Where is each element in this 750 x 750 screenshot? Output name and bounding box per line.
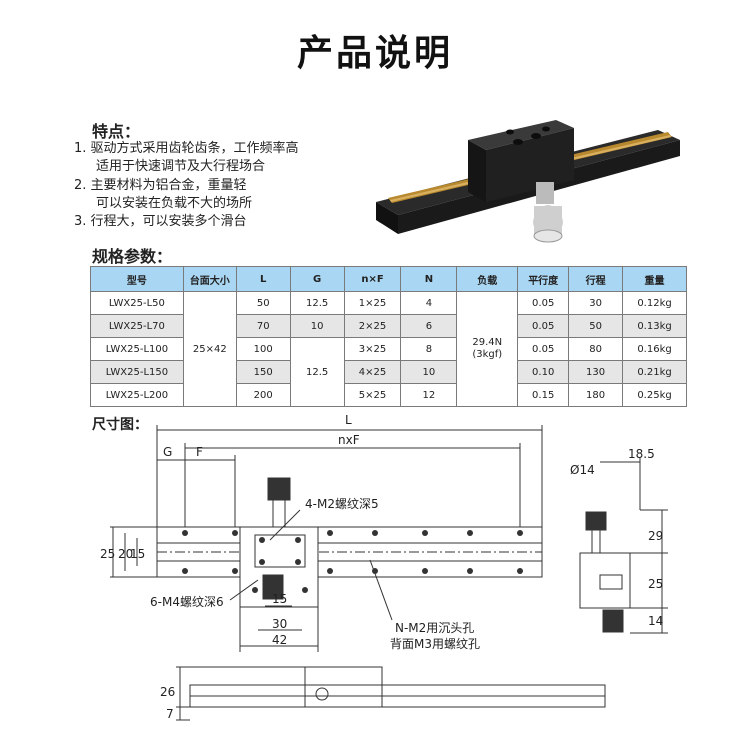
cell: 100 bbox=[235, 337, 291, 361]
spec-heading: 规格参数： bbox=[92, 247, 173, 266]
table-row: LWX25-L200 200 5×25 12 0.15 180 0.25kg bbox=[90, 383, 687, 407]
dim-dia14-label: Ø14 bbox=[570, 463, 595, 477]
feature-line: 可以安装在负载不大的场所 bbox=[96, 196, 253, 211]
dim-g-label: G bbox=[163, 445, 172, 459]
features-heading: 特点： bbox=[92, 122, 141, 141]
cell: 150 bbox=[235, 360, 291, 384]
table-row: LWX25-L100 100 12.5 3×25 8 0.05 80 0.16k… bbox=[90, 337, 687, 407]
cell: 0.16kg bbox=[622, 337, 687, 361]
dim-l-label: L bbox=[345, 413, 352, 427]
model-cell: LWX25-L100 bbox=[90, 337, 184, 361]
dim-30-label: 30 bbox=[272, 617, 287, 631]
col-header: 行程 bbox=[568, 266, 624, 292]
dim-nxf-label: nxF bbox=[338, 433, 360, 447]
cell: 180 bbox=[568, 383, 624, 407]
cell: 50 bbox=[235, 291, 291, 315]
dim-15b-label: 15 bbox=[272, 592, 287, 606]
cell: 0.12kg bbox=[622, 291, 687, 315]
dim-25b-label: 25 bbox=[648, 577, 663, 591]
col-header: 平行度 bbox=[517, 266, 570, 292]
cell: 12 bbox=[400, 383, 458, 407]
dim-20-label: 20 bbox=[118, 547, 133, 561]
dim-25-label: 25 bbox=[100, 547, 115, 561]
cell: 0.13kg bbox=[622, 314, 687, 338]
load-value: 29.4N bbox=[472, 337, 503, 348]
cell: 0.05 bbox=[517, 314, 570, 338]
table-row: LWX25-L50 25×42 50 12.5 1×25 4 29.4N (3k… bbox=[90, 291, 687, 407]
product-photo bbox=[376, 120, 680, 243]
feature-line: 1. 驱动方式采用齿轮齿条，工作频率高 bbox=[74, 141, 299, 156]
dim-185-label: 18.5 bbox=[628, 447, 655, 461]
spec-table: 型号 台面大小 L G n×F N 负载 平行度 行程 重量 LWX25-L50… bbox=[90, 266, 687, 407]
page-title: 产品说明 bbox=[296, 33, 453, 74]
load-cell: 29.4N (3kgf) bbox=[456, 291, 519, 407]
model-cell: LWX25-L200 bbox=[90, 383, 184, 407]
cell: 200 bbox=[235, 383, 291, 407]
cell: 4×25 bbox=[343, 360, 402, 384]
cell: 0.05 bbox=[517, 337, 570, 361]
cell: 5×25 bbox=[343, 383, 402, 407]
g-merged-cell: 12.5 bbox=[289, 337, 345, 407]
cell: 8 bbox=[400, 337, 458, 361]
dim-42-label: 42 bbox=[272, 633, 287, 647]
cell: 0.21kg bbox=[622, 360, 687, 384]
cell: 10 bbox=[400, 360, 458, 384]
dim-15-label: 15 bbox=[130, 547, 145, 561]
dim-f-label: F bbox=[196, 445, 203, 459]
countersink-label: N-M2用沉头孔 bbox=[395, 621, 474, 635]
dim-14-label: 14 bbox=[648, 614, 663, 628]
dimension-heading: 尺寸图： bbox=[92, 417, 148, 433]
cell: 0.05 bbox=[517, 291, 570, 315]
dim-26-label: 26 bbox=[160, 685, 175, 699]
dim-29-label: 29 bbox=[648, 529, 663, 543]
cell: 70 bbox=[235, 314, 291, 338]
col-header: n×F bbox=[343, 266, 402, 292]
cell: 0.25kg bbox=[622, 383, 687, 407]
feature-line: 2. 主要材料为铝合金，重量轻 bbox=[74, 178, 247, 193]
back-thread-label: 背面M3用螺纹孔 bbox=[390, 637, 480, 651]
m2-hole-label: 4-M2螺纹深5 bbox=[305, 497, 379, 511]
col-header: 负载 bbox=[456, 266, 519, 292]
model-cell: LWX25-L150 bbox=[90, 360, 184, 384]
table-row: LWX25-L70 70 10 2×25 6 0.05 50 0.13kg bbox=[90, 314, 687, 338]
col-header: 重量 bbox=[622, 266, 687, 292]
cell: 6 bbox=[400, 314, 458, 338]
load-value-kgf: (3kgf) bbox=[472, 349, 503, 360]
cell: 130 bbox=[568, 360, 624, 384]
col-header: 台面大小 bbox=[182, 266, 237, 292]
feature-line: 3. 行程大，可以安装多个滑台 bbox=[74, 214, 247, 229]
feature-line: 适用于快速调节及大行程场合 bbox=[96, 159, 266, 174]
table-size-cell: 25×42 bbox=[182, 291, 237, 407]
dim-7-label: 7 bbox=[166, 707, 174, 721]
model-cell: LWX25-L70 bbox=[90, 314, 184, 338]
cell: 3×25 bbox=[343, 337, 402, 361]
cell: 0.15 bbox=[517, 383, 570, 407]
m4-hole-label: 6-M4螺纹深6 bbox=[150, 595, 224, 609]
